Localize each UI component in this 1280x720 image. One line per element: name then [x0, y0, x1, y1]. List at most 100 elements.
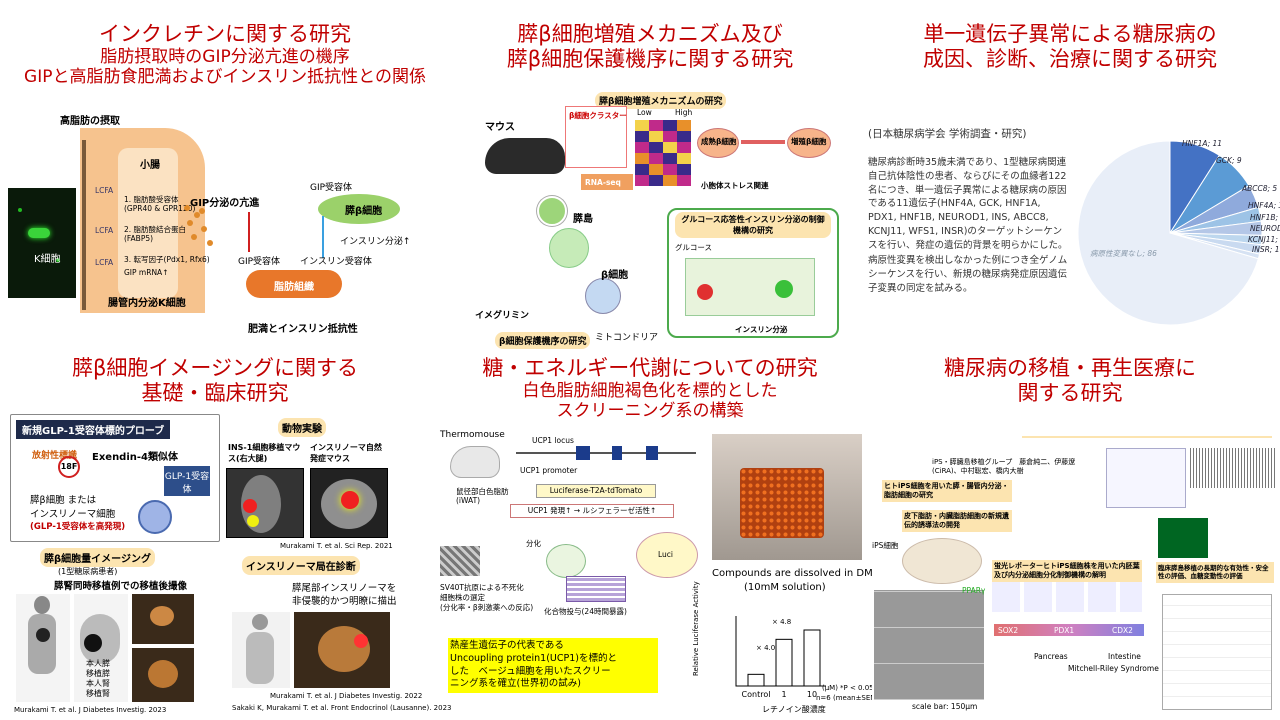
incretin-figure: K細胞 高脂肪の摂取 小腸 LCFA LCFA LCFA 1. 脂肪酸受容体 (…	[0, 108, 440, 340]
step1: 1. 脂肪酸受容体	[124, 195, 179, 204]
ucp1-activity-box: UCP1 発現↑ → ルシフェラーゼ活性↑	[510, 504, 674, 518]
monogenic-heading: (日本糖尿病学会 学術調査・研究)	[868, 128, 1027, 140]
beta-line2: インスリノーマ細胞	[30, 509, 116, 520]
f18-label: 18F	[60, 462, 78, 471]
f18-circle: 18F	[58, 456, 80, 478]
pie-label-2: ABCC8; 5	[1241, 184, 1277, 193]
fold1: × 4.0	[756, 644, 776, 652]
beta-line1: 膵β細胞 または	[30, 495, 97, 506]
sox2-label: SOX2	[998, 626, 1019, 635]
cell-cluster	[440, 546, 480, 576]
pet-body-1	[16, 594, 70, 702]
stat2: n=6 (mean±SEM)	[816, 694, 880, 702]
step3b: GIP mRNA↑	[124, 268, 169, 277]
bar-axes	[735, 616, 826, 687]
beta-title2: 膵β細胞保護機序に関する研究	[506, 46, 794, 71]
rnaseq-arrow	[581, 174, 633, 190]
heatmap	[635, 120, 691, 186]
metabolism-sub2: スクリーニング系の構築	[556, 400, 744, 421]
thermomouse-label: Thermomouse	[440, 430, 505, 440]
glucose-banner: グルコース応答性インスリン分泌の制御機構の研究	[675, 212, 831, 238]
monogenic-title1: 単一遺伝子異常による糖尿病の	[923, 22, 1217, 46]
highlight-line3: した ベージュ細胞を用いたスクリー	[450, 665, 611, 677]
pie-label-7: INSR; 1	[1252, 245, 1279, 254]
section-monogenic-title: 単一遺伝子異常による糖尿病の 成因、診断、治療に関する研究	[860, 22, 1280, 72]
hhex-diagram	[1106, 448, 1186, 508]
cite2: Murakami T. et al. J Diabetes Investig. …	[14, 706, 167, 714]
pet-ct-1	[132, 594, 194, 644]
pet-ct-2	[132, 648, 194, 702]
probe-title: 新規GLP-1受容体標的プローブ	[16, 420, 171, 439]
beta-cell-label: 膵β細胞	[345, 206, 383, 217]
bar-label-1: 1	[781, 690, 786, 699]
beta-line3: (GLP-1受容体を高発現)	[30, 522, 126, 532]
cluster-box	[565, 106, 627, 168]
gip-dots	[182, 203, 222, 253]
metabolism-figure: Thermomouse UCP1 locus UCP1 promoter Luc…	[436, 426, 887, 716]
insulin-secretion-label-b: インスリン分泌	[735, 325, 788, 334]
section-imaging-title: 膵β細胞イメージングに関する 基礎・臨床研究	[0, 356, 430, 406]
rnaseq-label: RNA-seq	[585, 178, 621, 187]
islet-label: 膵島	[573, 214, 593, 225]
bar-xlabel: レチノイン酸濃度	[762, 705, 826, 714]
beta-title1: 膵β細胞増殖メカニズム及び	[517, 22, 783, 46]
high-label: High	[675, 108, 693, 117]
lcfa-3: LCFA	[95, 258, 114, 267]
legend-own-kidney: 本人腎	[86, 679, 110, 688]
monogenic-body2: 病原性変異を検出しなかった例につき全ゲノムシーケンスを行い、新規の糖尿病発症原因…	[868, 255, 1068, 294]
proliferating-label: 増殖β細胞	[791, 137, 827, 146]
glucose-label: グルコース	[675, 243, 712, 252]
lcfa-2: LCFA	[95, 226, 114, 235]
mature-label: 成熟β細胞	[701, 137, 737, 146]
low-label: Low	[637, 108, 652, 117]
beta-banner: 膵β細胞増殖メカニズムの研究	[595, 92, 727, 109]
mass-banner: 膵β細胞量イメージング	[40, 548, 155, 567]
luciferase-bar-chart: Control 1 10	[706, 598, 870, 716]
inguinal-label: 鼠径部白色脂肪	[456, 487, 509, 496]
highlight-line2: Uncoupling protein1(UCP1)を標的と	[450, 652, 617, 664]
cite4: Sakaki K, Murakami T. et al. Front Endoc…	[232, 704, 452, 712]
mitochondria-label: ミトコンドリア	[595, 333, 659, 343]
beta-cell-large	[585, 278, 621, 314]
transplant-figure: iPS・膵臓島移植グループ 藤倉純二、伊藤遼(CiRA)、中村聡宏、橋内大樹 ヒ…	[872, 434, 1276, 716]
transplant-title2: 関する研究	[1017, 380, 1123, 405]
scale-label: scale bar: 150μm	[912, 702, 978, 711]
pet-ct-3	[294, 612, 390, 688]
compound-label: 化合物投与(24時間暴露)	[544, 607, 627, 616]
highlight-block: 熱産生遺伝子の代表である Uncoupling protein1(UCP1)を標…	[448, 638, 658, 694]
adipose-shape	[246, 270, 342, 298]
immortal3: (分化率・β刺激薬への反応)	[440, 603, 534, 612]
dmso2: (10mM solution)	[744, 582, 826, 593]
step2b: (FABP5)	[124, 234, 154, 243]
luciferase-label: Luciferase-T2A-tdTomato	[549, 486, 643, 495]
obesity-label: 肥満とインスリン抵抗性	[248, 324, 358, 335]
glp1r-box: GLP-1受容体	[164, 466, 210, 496]
luci-cell	[636, 532, 698, 578]
pie-label-4: HNF1B; 3	[1250, 213, 1280, 222]
ipscell-label: iPS細胞	[872, 541, 899, 550]
ca-circle	[775, 280, 793, 298]
bar-label-0: Control	[742, 690, 771, 699]
k-cell-image: K細胞	[8, 188, 76, 298]
legend-graft-pancreas: 移植膵	[86, 669, 110, 678]
incretin-sub1: 脂肪摂取時のGIP分泌亢進の機序	[100, 46, 350, 67]
pie-label-5: NEUROD1; 2	[1250, 224, 1280, 233]
ucp1-activity-label: UCP1 発現↑ → ルシフェラーゼ活性↑	[527, 506, 657, 515]
section-incretin-title: インクレチンに関する研究 脂肪摂取時のGIP分泌亢進の機序 GIPと高脂肪食肥満…	[0, 22, 450, 87]
transplant-title1: 糖尿病の移植・再生医療に	[944, 356, 1196, 380]
plate-stack	[566, 576, 626, 602]
bar-1	[775, 638, 793, 687]
insulin-receptor-label: インスリン受容体	[300, 257, 372, 267]
beta-cell-shape	[318, 194, 400, 224]
step3: 3. 転写因子(Pdx1, Rfx6)	[124, 255, 210, 264]
cell-grid	[874, 590, 984, 700]
ucp1-locus-label: UCP1 locus	[532, 436, 574, 445]
section-beta-title: 膵β細胞増殖メカニズム及び 膵β細胞保護機序に関する研究	[450, 22, 850, 72]
intestine-label: Intestine	[1108, 652, 1141, 661]
unit: (μM)	[822, 684, 838, 692]
bar-label-2: 10	[807, 690, 817, 699]
ips-diagram	[902, 538, 982, 584]
pie-label-8: 病原性変異なし; 86	[1090, 249, 1157, 258]
pie-label-0: HNF1A; 11	[1182, 139, 1222, 148]
